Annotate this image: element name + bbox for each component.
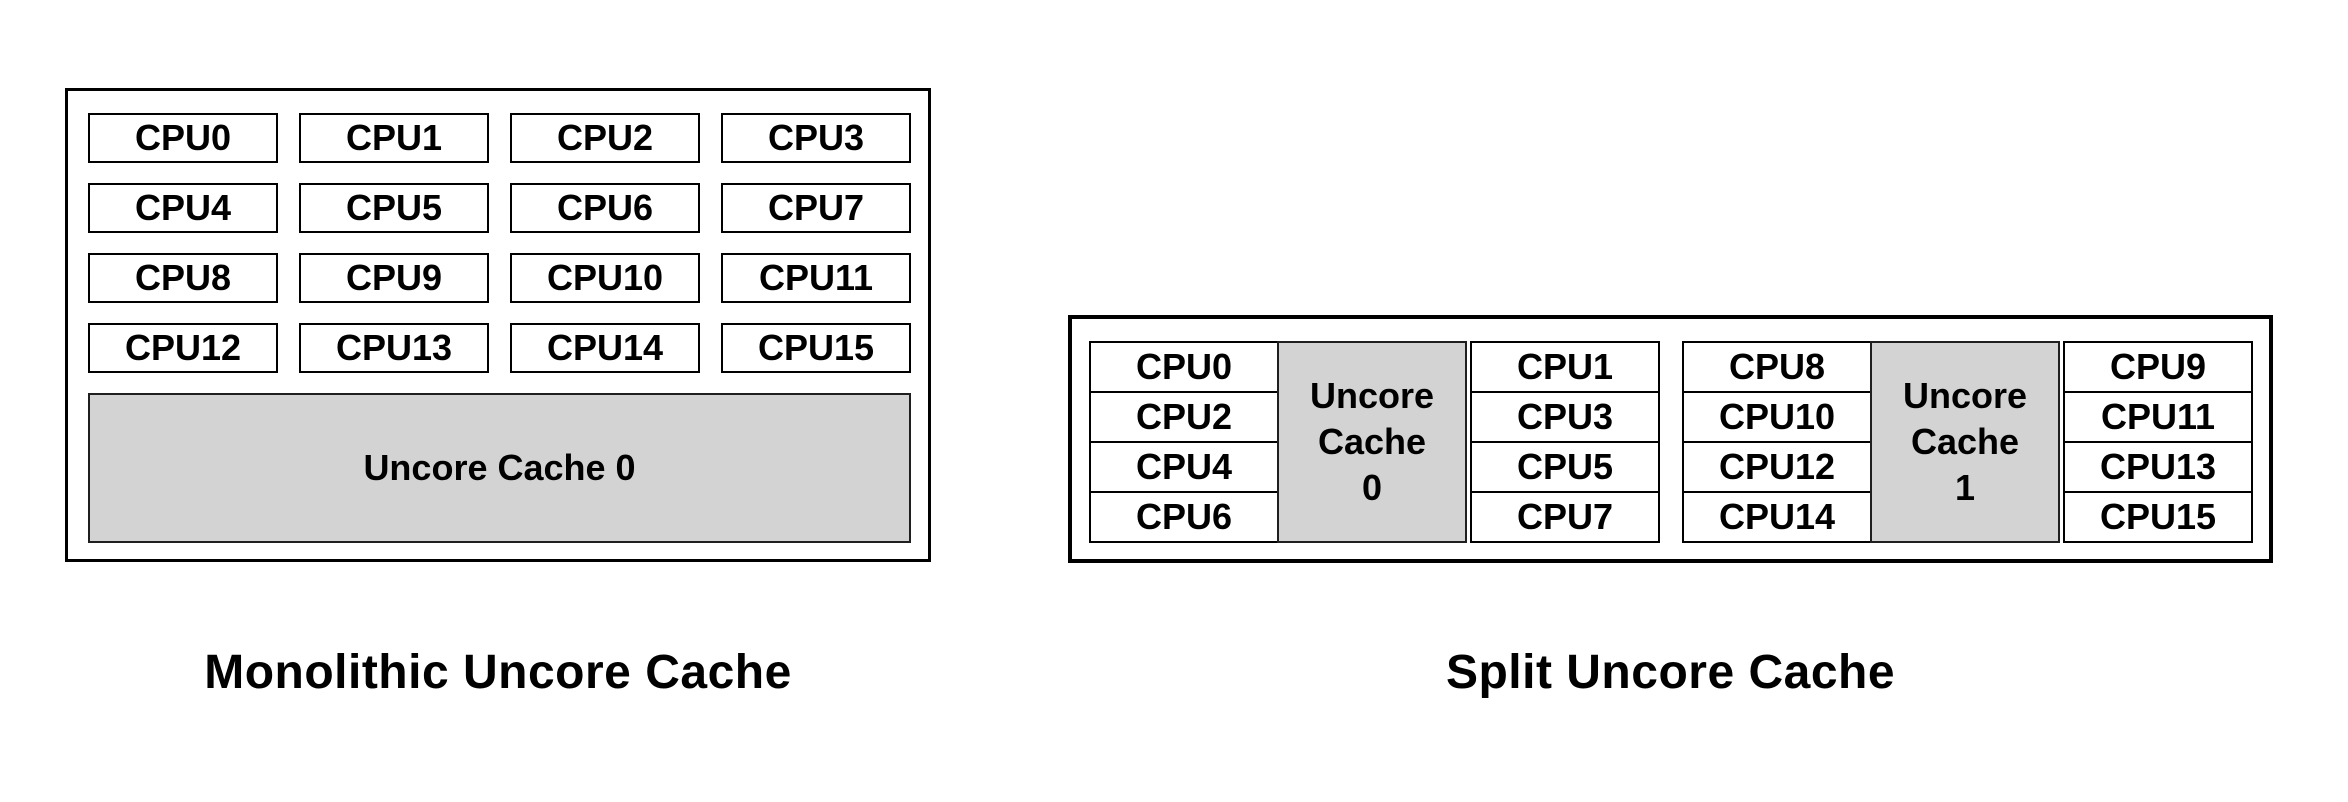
split-group-1-left-column: CPU8 CPU10 CPU12 CPU14 (1682, 341, 1872, 543)
cpu-box: CPU0 (1089, 341, 1279, 393)
uncore-cache-cell: Uncore Cache 1 (1870, 341, 2060, 543)
cpu-box: CPU6 (510, 183, 700, 233)
cpu-box: CPU3 (721, 113, 911, 163)
split-group-1-right-column: CPU9 CPU11 CPU13 CPU15 (2063, 341, 2253, 543)
cpu-box: CPU5 (1470, 441, 1660, 493)
split-diagram: CPU0 CPU2 CPU4 CPU6 Uncore Cache 0 CPU1 … (1068, 315, 2273, 563)
cpu-box: CPU7 (721, 183, 911, 233)
cpu-box: CPU2 (1089, 391, 1279, 443)
split-title: Split Uncore Cache (1445, 646, 1896, 699)
cpu-box: CPU10 (1682, 391, 1872, 443)
cpu-box: CPU1 (1470, 341, 1660, 393)
cpu-box: CPU10 (510, 253, 700, 303)
uncore-cache-bar: Uncore Cache 0 (88, 393, 911, 543)
cpu-box: CPU7 (1470, 491, 1660, 543)
split-group-0-right-column: CPU1 CPU3 CPU5 CPU7 (1470, 341, 1660, 543)
cpu-box: CPU14 (1682, 491, 1872, 543)
cpu-box: CPU9 (2063, 341, 2253, 393)
monolithic-title: Monolithic Uncore Cache (204, 646, 792, 699)
cpu-box: CPU14 (510, 323, 700, 373)
uncore-cache-cell: Uncore Cache 0 (1277, 341, 1467, 543)
monolithic-diagram: CPU0 CPU1 CPU2 CPU3 CPU4 CPU5 CPU6 CPU7 … (65, 88, 931, 562)
cpu-box: CPU8 (88, 253, 278, 303)
cpu-box: CPU12 (88, 323, 278, 373)
cpu-box: CPU3 (1470, 391, 1660, 443)
cpu-box: CPU12 (1682, 441, 1872, 493)
split-groups: CPU0 CPU2 CPU4 CPU6 Uncore Cache 0 CPU1 … (1089, 341, 2253, 543)
cpu-box: CPU2 (510, 113, 700, 163)
cpu-box: CPU4 (1089, 441, 1279, 493)
cpu-box: CPU11 (721, 253, 911, 303)
cpu-box: CPU1 (299, 113, 489, 163)
cpu-box: CPU4 (88, 183, 278, 233)
cpu-box: CPU5 (299, 183, 489, 233)
split-group-0: CPU0 CPU2 CPU4 CPU6 Uncore Cache 0 CPU1 … (1089, 341, 1660, 543)
monolithic-cpu-grid: CPU0 CPU1 CPU2 CPU3 CPU4 CPU5 CPU6 CPU7 … (88, 113, 911, 373)
split-group-0-left-column: CPU0 CPU2 CPU4 CPU6 (1089, 341, 1279, 543)
cpu-box: CPU15 (721, 323, 911, 373)
cpu-box: CPU8 (1682, 341, 1872, 393)
cpu-box: CPU11 (2063, 391, 2253, 443)
split-group-1: CPU8 CPU10 CPU12 CPU14 Uncore Cache 1 CP… (1682, 341, 2253, 543)
cpu-box: CPU6 (1089, 491, 1279, 543)
cpu-box: CPU9 (299, 253, 489, 303)
cpu-box: CPU13 (2063, 441, 2253, 493)
cpu-box: CPU13 (299, 323, 489, 373)
cpu-box: CPU15 (2063, 491, 2253, 543)
cpu-box: CPU0 (88, 113, 278, 163)
